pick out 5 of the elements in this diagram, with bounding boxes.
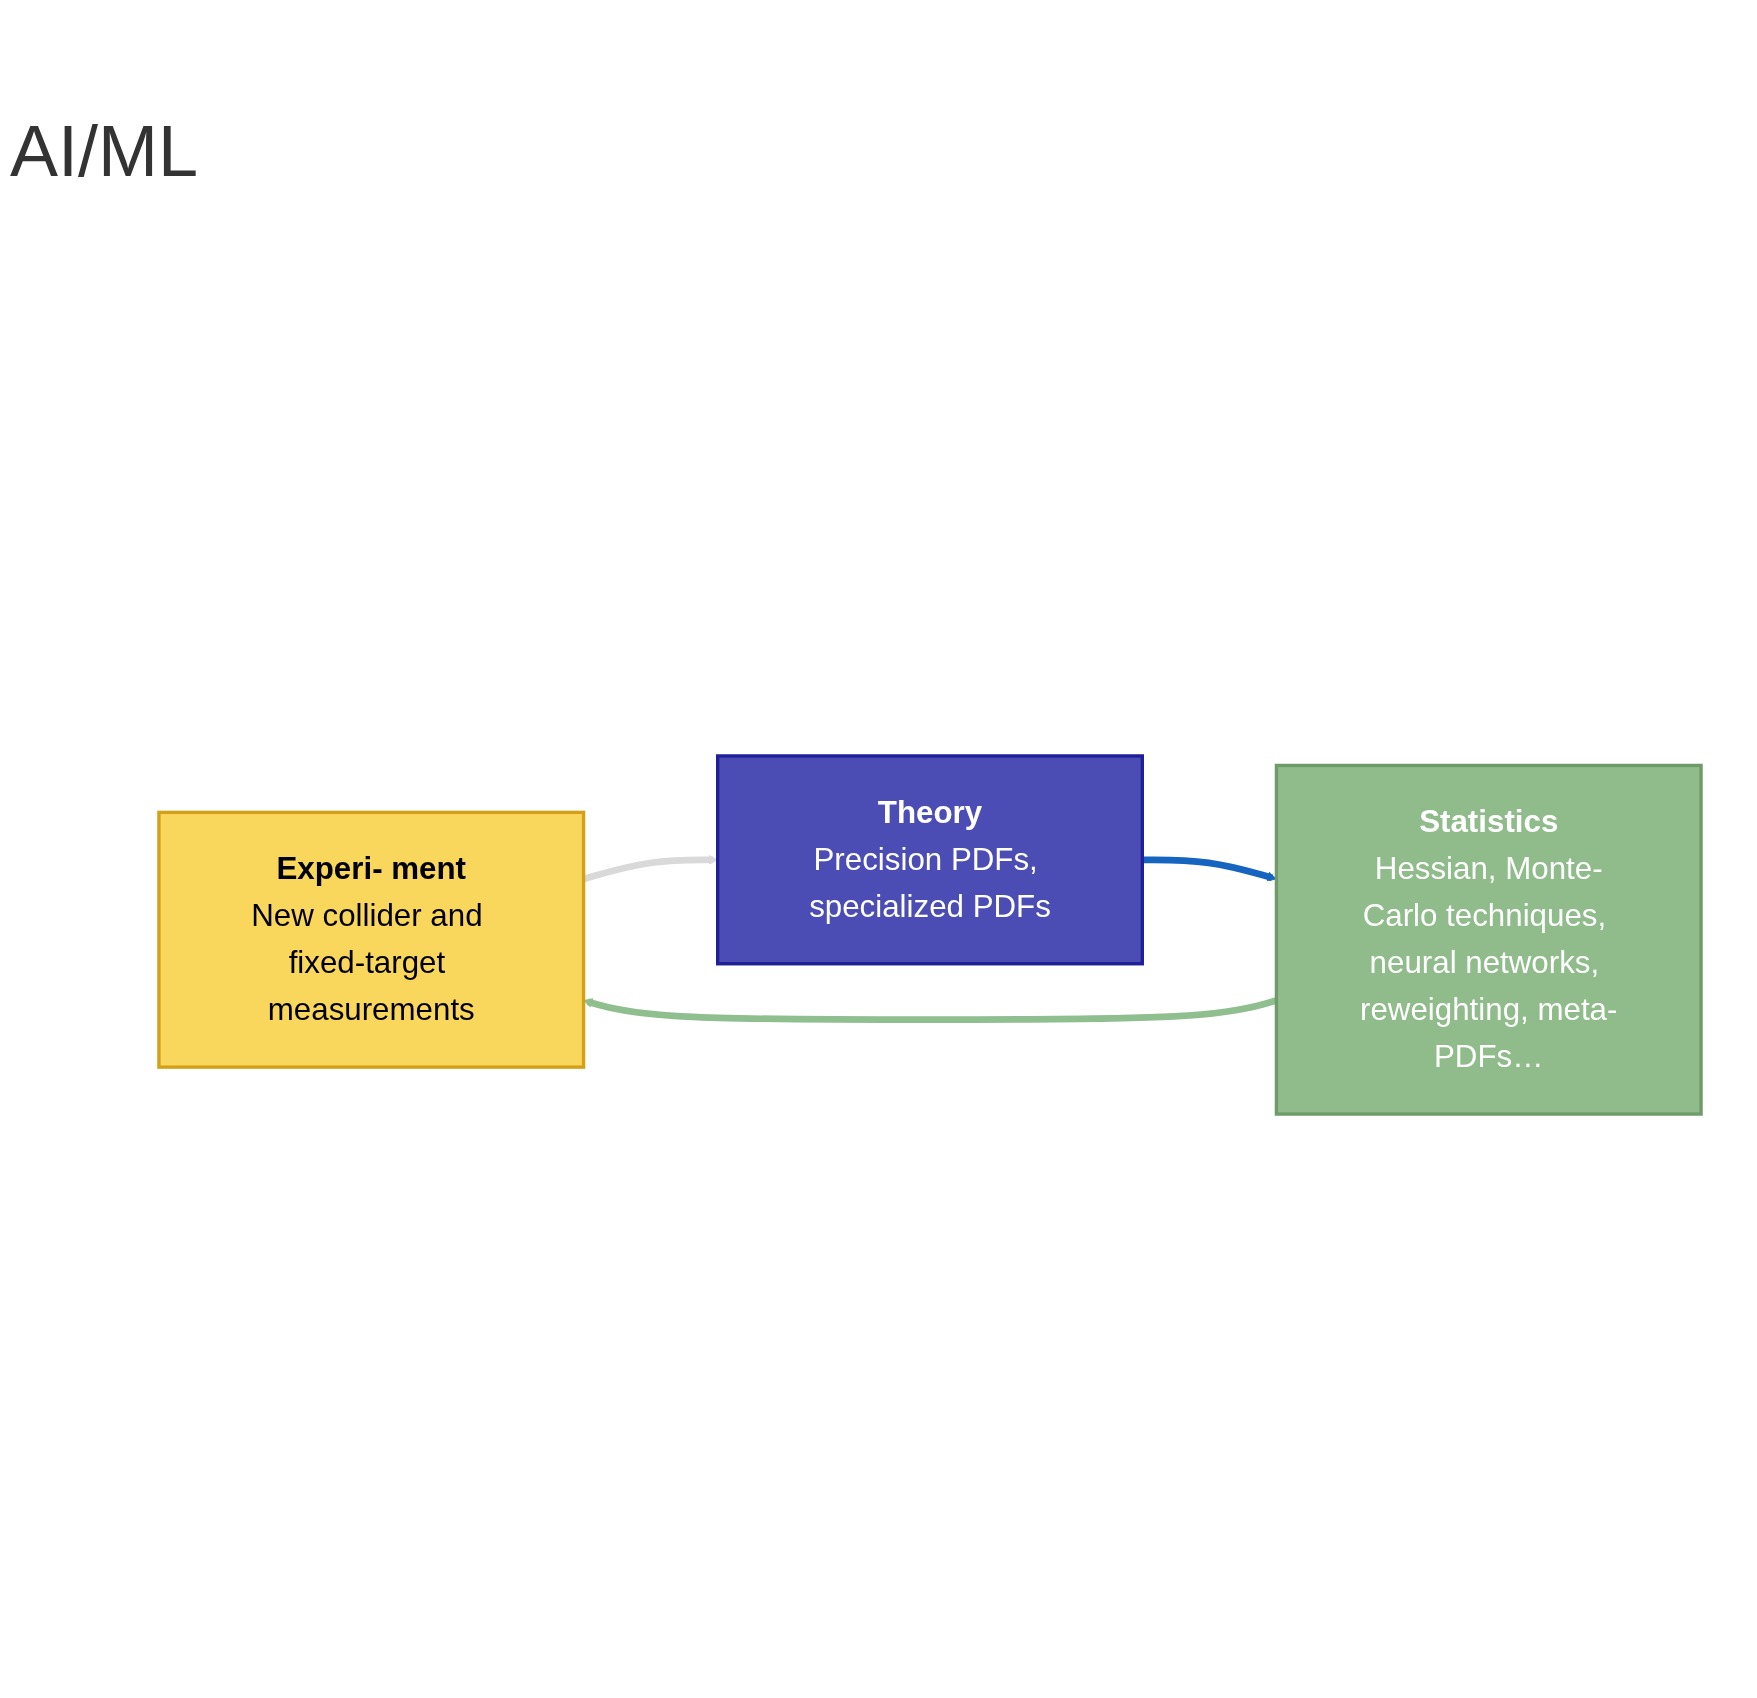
node-box: Experi- ment New collider and fixed-target measurements xyxy=(157,810,586,1069)
arrow xyxy=(1142,856,1277,882)
node-box: Theory Precision PDFs, specialized PDFs xyxy=(716,754,1144,966)
side-label: AI/ML xyxy=(10,110,199,192)
node-box: Statistics Hessian, Monte-Carlo techniques, neural networks, reweighting, meta-PDFs… xyxy=(1274,763,1703,1116)
